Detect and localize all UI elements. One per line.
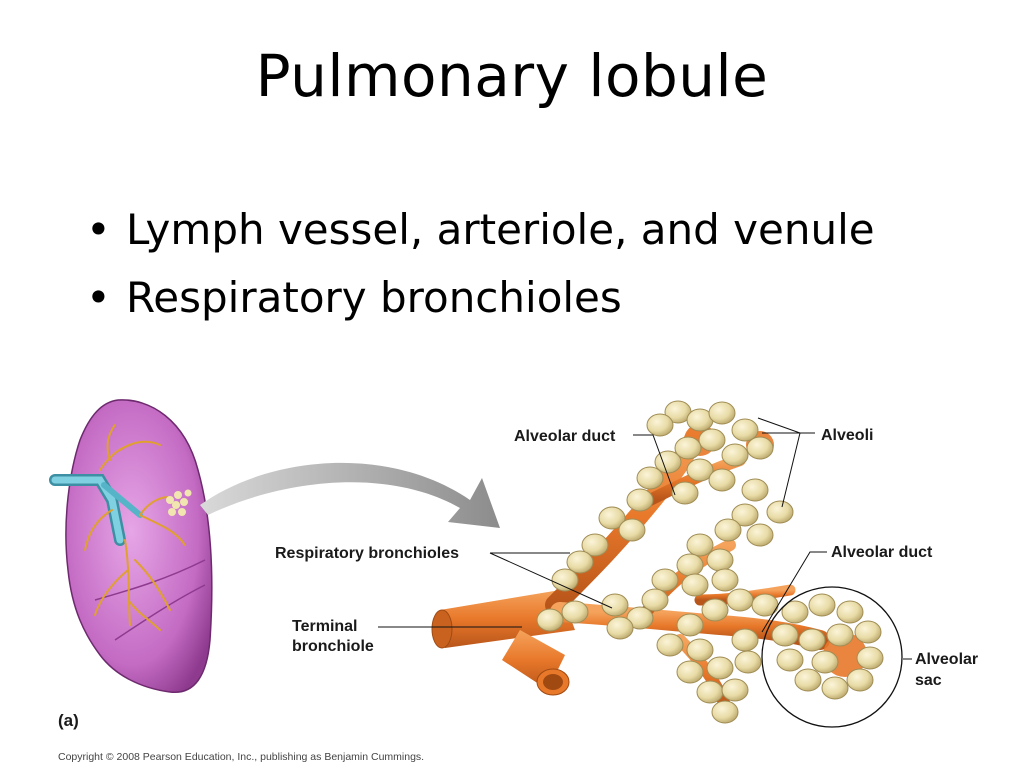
bullet-text: Lymph vessel, arteriole, and venule bbox=[126, 205, 875, 254]
label-alveolar-duct-top: Alveolar duct bbox=[514, 428, 616, 445]
pulmonary-lobule-figure: Alveolar duct Alveoli Respiratory bronch… bbox=[49, 399, 978, 763]
bullet-dot: • bbox=[86, 273, 111, 322]
copyright-text: Copyright © 2008 Pearson Education, Inc.… bbox=[58, 751, 424, 763]
bullet-item: • Respiratory bronchioles bbox=[86, 264, 875, 332]
label-respiratory-bronchioles: Respiratory bronchioles bbox=[275, 545, 459, 562]
label-alveoli: Alveoli bbox=[821, 427, 873, 444]
alveolar-sac-circle bbox=[761, 586, 903, 728]
slide-title: Pulmonary lobule bbox=[255, 42, 769, 110]
label-terminal-bronchiole-line1: Terminal bbox=[292, 618, 358, 635]
lung-illustration bbox=[49, 399, 213, 693]
alveoli-clusters bbox=[536, 400, 884, 724]
panel-label: (a) bbox=[58, 711, 79, 730]
label-terminal-bronchiole-line2: bronchiole bbox=[292, 638, 374, 655]
lobule-highlight bbox=[166, 489, 192, 516]
bullet-item: • Lymph vessel, arteriole, and venule bbox=[86, 196, 875, 264]
label-alveolar-sac-line2: sac bbox=[915, 672, 942, 689]
label-alveolar-sac-line1: Alveolar bbox=[915, 651, 978, 668]
bullet-dot: • bbox=[86, 205, 111, 254]
zoom-arrow bbox=[200, 462, 500, 528]
bullet-text: Respiratory bronchioles bbox=[126, 273, 622, 322]
label-alveolar-duct-right: Alveolar duct bbox=[831, 544, 933, 561]
bullet-list: • Lymph vessel, arteriole, and venule • Re… bbox=[86, 196, 875, 332]
leader-lines bbox=[378, 417, 912, 660]
